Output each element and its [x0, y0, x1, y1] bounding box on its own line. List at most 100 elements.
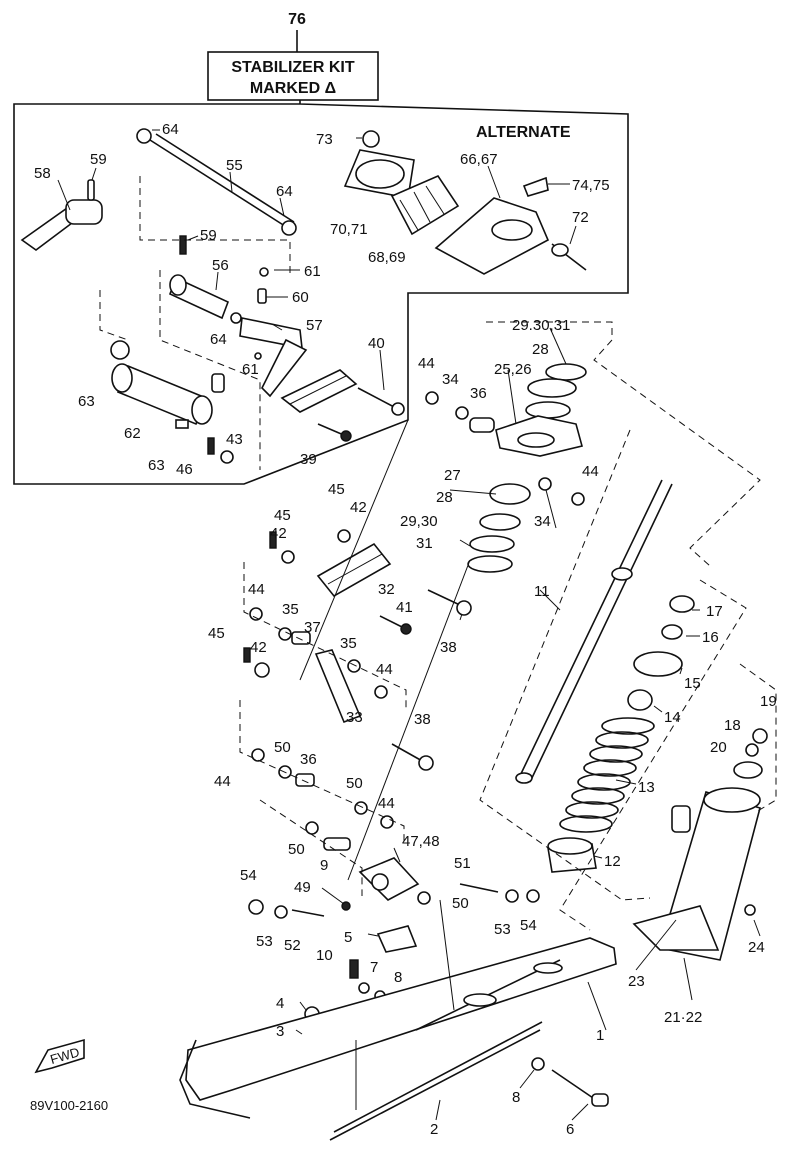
leader-lines: [57, 129, 761, 1121]
group-outline-i: [559, 579, 747, 931]
pin-45-a: [269, 531, 277, 549]
label-29-30-31-top: 29.30,31: [512, 317, 570, 334]
group-outline-d: [243, 562, 407, 712]
ski-1-tip: [179, 1039, 251, 1119]
alternate-label: ALTERNATE: [476, 124, 571, 141]
body-21-22-foot: [632, 905, 720, 951]
group-outline-j: [739, 663, 777, 813]
washer-35-b: [347, 659, 361, 673]
ski-1-slot-b: [533, 962, 563, 974]
label-56: 56: [212, 257, 229, 274]
label-28-b: 28: [436, 489, 453, 506]
bolt-38-b-head: [418, 755, 434, 771]
kit-boundary: [13, 100, 629, 485]
label-13: 13: [638, 779, 655, 796]
label-20: 20: [710, 739, 727, 756]
bolt-52: [291, 909, 325, 917]
label-6: 6: [566, 1121, 574, 1138]
bolt-40: [357, 387, 397, 409]
washer-44-b: [374, 685, 388, 699]
washer-64-b: [281, 220, 297, 236]
drawing-code: 89V100-2160: [30, 1098, 108, 1113]
group-outline-g: [486, 321, 761, 567]
label-45-c: 45: [208, 625, 225, 642]
arm-57-link: [261, 338, 308, 398]
label-45-b: 45: [274, 507, 291, 524]
label-63-b: 63: [148, 457, 165, 474]
label-64-c: 64: [210, 331, 227, 348]
ski-1: [185, 937, 617, 1101]
nut-7: [358, 982, 370, 994]
bushing-27: [489, 483, 531, 505]
label-61-b: 61: [242, 361, 259, 378]
washer-44-f: [571, 492, 585, 506]
shaft-56-end: [169, 274, 187, 296]
seat-12-top: [547, 837, 593, 855]
link-32-rib: [327, 553, 383, 585]
spring-13: [559, 717, 655, 833]
label-74-75: 74,75: [572, 177, 610, 194]
rod-11: [517, 479, 663, 781]
nut-61-b: [254, 352, 262, 360]
bolt-39-head: [340, 430, 352, 442]
arm-58-hub: [65, 199, 103, 225]
washer-50-d: [417, 891, 431, 905]
label-70-71: 70,71: [330, 221, 368, 238]
body-port: [671, 805, 691, 833]
clamp-63-a: [110, 340, 130, 360]
label-19: 19: [760, 693, 777, 710]
pin-60: [257, 288, 267, 304]
pin-10: [349, 959, 359, 979]
kit-number: 76: [288, 11, 306, 28]
group-outline-c: [99, 290, 129, 341]
label-50-a: 50: [274, 739, 291, 756]
pivot-47-48: [358, 857, 420, 901]
label-27: 27: [444, 467, 461, 484]
spacer-36-a: [469, 417, 495, 433]
label-29-30: 29,30: [400, 513, 438, 530]
kit-title-line2: MARKED Δ: [250, 80, 336, 97]
block-5: [376, 925, 418, 953]
washer-44-e: [425, 391, 439, 405]
label-60: 60: [292, 289, 309, 306]
label-47-48: 47,48: [402, 833, 440, 850]
label-38-a: 38: [440, 639, 457, 656]
label-44-a: 44: [248, 581, 265, 598]
pin-59-upper: [87, 179, 95, 201]
label-44-b: 44: [376, 661, 393, 678]
label-15: 15: [684, 675, 701, 692]
bolt-38-b: [391, 743, 425, 763]
nut-42-c: [254, 662, 270, 678]
kit-box: [207, 51, 379, 101]
nut-19: [752, 728, 768, 744]
grip-62-end: [111, 363, 133, 393]
spring-seat-15: [633, 651, 683, 677]
bolt-63: [175, 419, 189, 429]
body-21-22-top: [703, 787, 761, 813]
label-36-a: 36: [470, 385, 487, 402]
label-50-b: 50: [346, 775, 363, 792]
label-5: 5: [344, 929, 352, 946]
guide-line-a: [299, 419, 409, 681]
label-17: 17: [706, 603, 723, 620]
kit-title-line1: STABILIZER KIT: [231, 59, 354, 76]
bolt-41-head: [400, 623, 412, 635]
label-73: 73: [316, 131, 333, 148]
label-38-b: 38: [414, 711, 431, 728]
nut-61-a: [259, 267, 269, 277]
fitting-72-nut: [551, 243, 569, 257]
washer-53-b: [505, 889, 519, 903]
seal-20: [733, 761, 763, 779]
label-52: 52: [284, 937, 301, 954]
nut-54-a: [248, 899, 264, 915]
pin-46: [207, 437, 215, 455]
cap-29-30-31: [545, 363, 587, 381]
label-59-b: 59: [200, 227, 217, 244]
stopper-14: [627, 689, 653, 711]
boot-rib-1: [399, 199, 419, 231]
label-25-26: 25,26: [494, 361, 532, 378]
label-31: 31: [416, 535, 433, 552]
rod-55-edge: [155, 133, 295, 223]
ski-1-slot-a: [463, 993, 497, 1007]
label-44-d: 44: [378, 795, 395, 812]
